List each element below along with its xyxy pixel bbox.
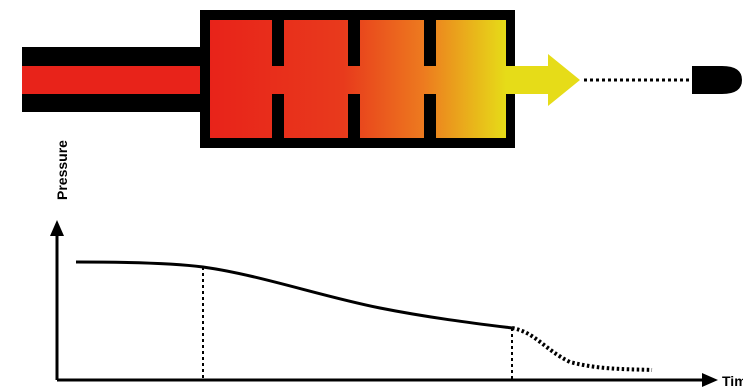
y-axis-arrowhead	[50, 220, 64, 236]
x-axis-label: Time	[722, 373, 743, 388]
chamber	[200, 10, 515, 148]
bullet-icon	[692, 66, 742, 94]
pressure-curve-dotted-tail	[511, 326, 653, 372]
x-axis-arrowhead	[702, 373, 718, 387]
axes	[50, 220, 718, 387]
barrel-bore	[22, 66, 212, 94]
pressure-curve	[75, 260, 513, 330]
y-axis-label: Pressure	[54, 140, 70, 200]
barrel	[22, 47, 212, 112]
exit-arrow	[506, 54, 580, 106]
